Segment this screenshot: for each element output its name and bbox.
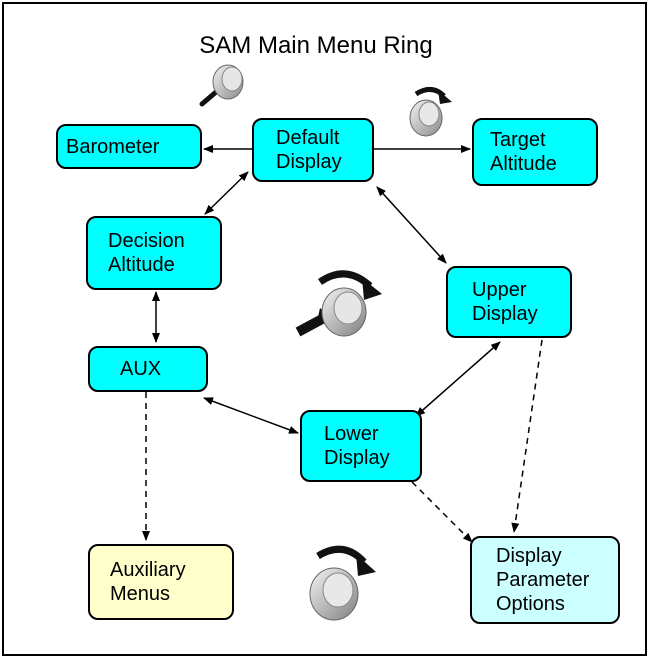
arrow-default-upper: [376, 186, 447, 264]
arrow-default-decision: [204, 171, 249, 215]
node-default-display-label: Default Display: [276, 127, 342, 173]
node-target-altitude: Target Altitude: [472, 118, 598, 186]
node-decision-altitude-label: Decision Altitude: [108, 230, 185, 276]
arrow-lower-to-options: [411, 481, 473, 543]
node-aux-label: AUX: [120, 358, 162, 380]
node-upper-display: Upper Display: [446, 266, 572, 338]
node-default-display: Default Display: [252, 118, 374, 182]
node-auxiliary-menus: Auxiliary Menus: [88, 544, 234, 620]
knob-push-icon: [199, 64, 244, 107]
node-display-parameter-options-label: Display Parameter Options: [496, 545, 590, 615]
knob-rotate-icon: [409, 87, 452, 137]
node-decision-altitude: Decision Altitude: [86, 216, 222, 290]
arrow-upper-to-options: [511, 339, 543, 533]
node-display-parameter-options: Display Parameter Options: [470, 536, 620, 624]
knob-rotate-large-icon: [309, 545, 376, 621]
node-target-altitude-label: Target Altitude: [490, 129, 557, 175]
node-aux: AUX: [88, 346, 208, 392]
node-barometer: Barometer: [56, 124, 202, 169]
node-lower-display-label: Lower Display: [324, 423, 390, 469]
knob-push-rotate-icon: [295, 270, 382, 337]
node-auxiliary-menus-label: Auxiliary Menus: [110, 559, 186, 605]
diagram-title: SAM Main Menu Ring: [199, 32, 433, 59]
arrow-upper-lower: [415, 341, 501, 417]
node-upper-display-label: Upper Display: [472, 279, 538, 325]
diagram-frame: [2, 2, 647, 656]
arrow-aux-lower: [203, 397, 299, 434]
node-lower-display: Lower Display: [300, 410, 422, 482]
node-barometer-label: Barometer: [66, 135, 160, 158]
